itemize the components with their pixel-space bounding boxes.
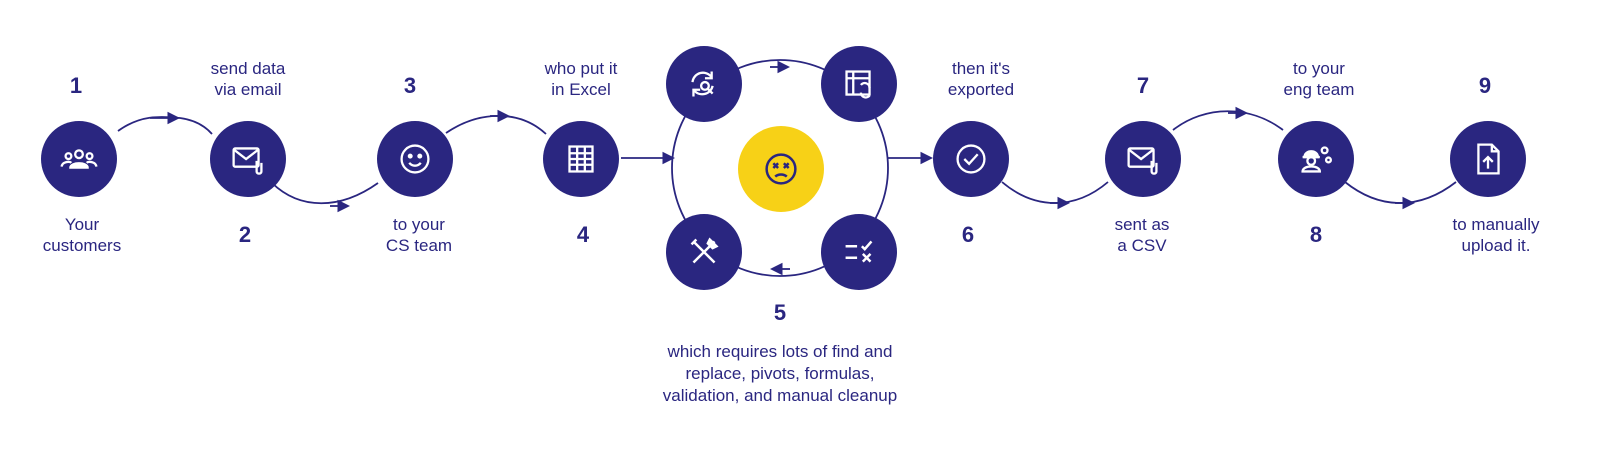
connector-1-2 [117, 116, 213, 135]
step-3-node [377, 121, 453, 197]
step-6-node [933, 121, 1009, 197]
people-group-icon [60, 149, 98, 169]
step-1-node [41, 121, 117, 197]
dizzy-face-icon [765, 153, 797, 185]
checkmark-circle-icon [956, 144, 986, 174]
step-1-number: 1 [69, 73, 83, 98]
step-7-number: 7 [1136, 73, 1150, 98]
step-7-node [1105, 121, 1181, 197]
connector-3-4 [445, 115, 547, 135]
step-5-number: 5 [773, 300, 787, 325]
tools-icon [690, 237, 719, 264]
step-3-caption: to your CS team [385, 215, 453, 255]
refresh-search-icon [691, 71, 714, 97]
connector-7-8 [1172, 110, 1284, 131]
email-attachment-icon [232, 147, 263, 175]
checklist-icon [845, 240, 873, 263]
cycle-center-node [738, 126, 824, 212]
step-6-number: 6 [961, 222, 975, 247]
step-8-caption: to your eng team [1283, 59, 1355, 99]
step-4-node [543, 121, 619, 197]
step-5-caption: which requires lots of find and replace,… [662, 342, 898, 405]
table-sync-icon [845, 70, 871, 99]
connector-6-7 [1001, 181, 1109, 204]
cycle-ring [671, 59, 889, 277]
cycle-node-refresh [666, 46, 742, 122]
cycle-node-checklist [821, 214, 897, 290]
step-2-caption: send data via email [210, 59, 286, 99]
step-2-number: 2 [238, 222, 252, 247]
step-6-caption: then it's exported [947, 59, 1015, 99]
step-2-node [210, 121, 286, 197]
cycle-node-table [821, 46, 897, 122]
smiley-face-icon [400, 144, 430, 174]
step-3-number: 3 [403, 73, 417, 98]
step-4-caption: who put it in Excel [544, 59, 618, 99]
engineer-gears-icon [1301, 146, 1333, 173]
step-9-number: 9 [1478, 73, 1492, 98]
step-9-caption: to manually upload it. [1452, 215, 1540, 255]
connector-8-9 [1344, 181, 1457, 204]
step-9-node [1450, 121, 1526, 197]
step-7-caption: sent as a CSV [1114, 215, 1170, 255]
spreadsheet-grid-icon [568, 145, 594, 173]
connector-2-3 [271, 182, 379, 205]
step-4-number: 4 [576, 222, 590, 247]
step-8-number: 8 [1309, 222, 1323, 247]
email-attachment-icon [1127, 147, 1158, 175]
step-1-caption: Your customers [42, 215, 122, 255]
step-8-node [1278, 121, 1354, 197]
cycle-node-tools [666, 214, 742, 290]
file-upload-icon [1477, 143, 1500, 175]
